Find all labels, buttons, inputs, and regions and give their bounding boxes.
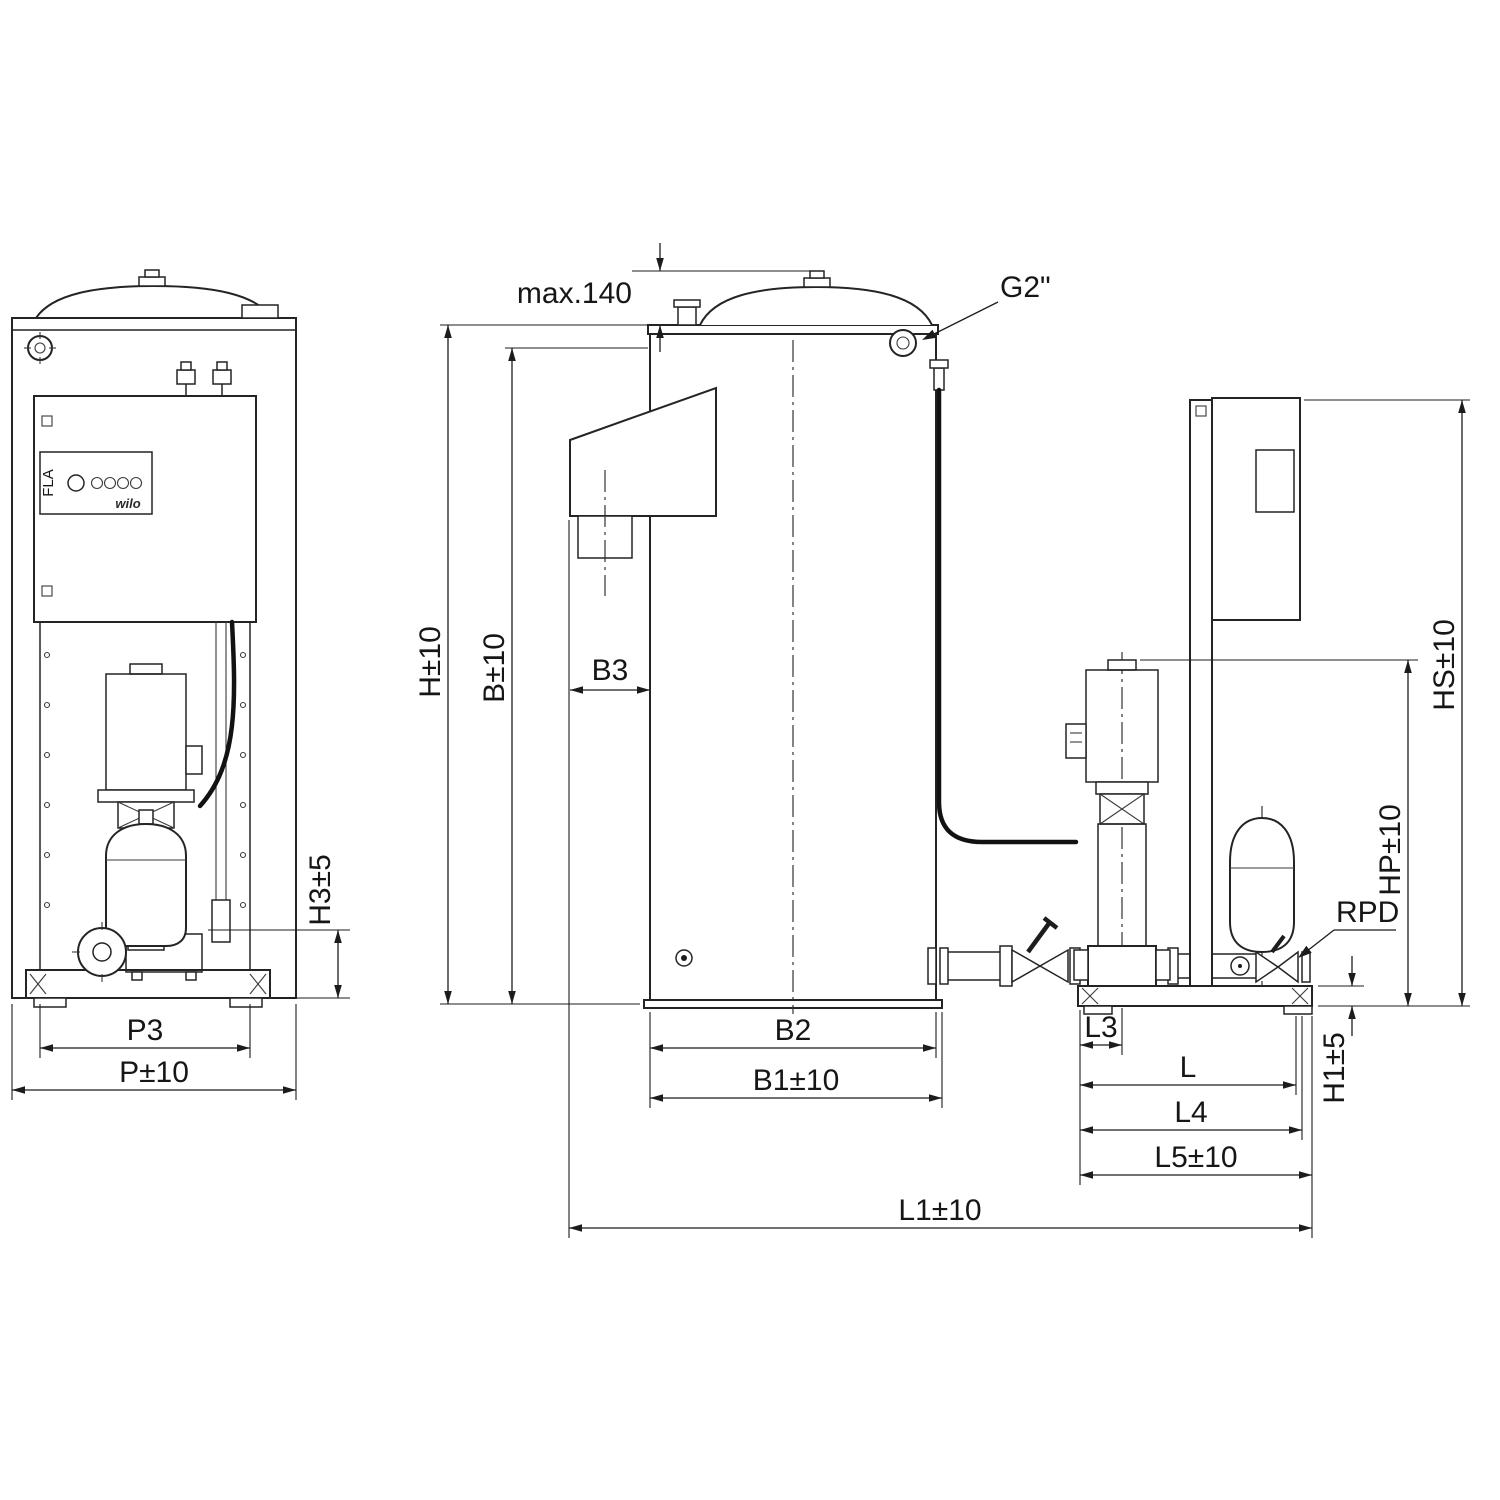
piping bbox=[927, 916, 1311, 987]
tank-lid bbox=[699, 285, 933, 326]
dimension-p: P±10 bbox=[11, 1004, 297, 1100]
power-cable-front bbox=[197, 619, 237, 809]
dimension-b: B±10 bbox=[478, 347, 648, 1004]
dimension-l1: L1±10 bbox=[568, 520, 1312, 1238]
filling-funnel bbox=[569, 386, 717, 596]
dim-label-b: B±10 bbox=[478, 633, 511, 703]
dim-label-hp: HP±10 bbox=[1374, 804, 1407, 896]
panel-indicator bbox=[116, 476, 130, 490]
dim-label-l5: L5±10 bbox=[1154, 1141, 1237, 1174]
dim-label-hs: HS±10 bbox=[1428, 619, 1461, 711]
control-panel: FLA wilo bbox=[33, 395, 257, 623]
dim-label-h: H±10 bbox=[414, 626, 447, 698]
control-box-side bbox=[1211, 397, 1301, 621]
pump-motor bbox=[105, 673, 187, 791]
dimension-h1: H1±5 bbox=[1318, 956, 1364, 1104]
ball-valve bbox=[1011, 916, 1069, 984]
dim-label-p3: P3 bbox=[127, 1014, 164, 1047]
port-label-g2: G2" bbox=[1000, 271, 1051, 304]
valve-label-rpd: RPD bbox=[1336, 896, 1399, 929]
dim-label-b2: B2 bbox=[775, 1014, 812, 1047]
panel-indicator-main bbox=[67, 474, 85, 492]
dim-label-h1: H1±5 bbox=[1318, 1032, 1351, 1104]
mounting-frame bbox=[1189, 399, 1213, 987]
dim-label-l: L bbox=[1180, 1051, 1197, 1084]
panel-display bbox=[39, 451, 153, 515]
dimension-l4: L4 bbox=[1080, 1016, 1303, 1140]
dim-label-l1: L1±10 bbox=[898, 1194, 981, 1227]
pump-side-view bbox=[927, 397, 1313, 1015]
panel-indicator bbox=[129, 476, 143, 490]
pump-volute-front bbox=[72, 922, 127, 982]
dim-label-l4: L4 bbox=[1174, 1096, 1207, 1129]
motor-terminal-box bbox=[185, 745, 203, 775]
pressure-vessel-front bbox=[105, 809, 187, 947]
pipe-union bbox=[999, 945, 1013, 987]
dim-label-p: P±10 bbox=[119, 1056, 189, 1089]
dimension-l3: L3 bbox=[1079, 1008, 1123, 1185]
dimension-l: L bbox=[1080, 1016, 1297, 1095]
tank-side-view bbox=[569, 270, 1079, 1014]
dimension-p3: P3 bbox=[39, 1004, 251, 1058]
pump-base-side bbox=[1087, 945, 1157, 987]
top-valve-fittings bbox=[176, 361, 232, 396]
dimension-h3: H3±5 bbox=[208, 854, 350, 999]
dimension-b3: B3 bbox=[570, 654, 650, 694]
dim-label-h3: H3±5 bbox=[304, 854, 337, 926]
brand-logo: wilo bbox=[115, 496, 140, 511]
dim-label-b3: B3 bbox=[592, 654, 629, 687]
base-frame-front bbox=[25, 969, 271, 1008]
connection-hose bbox=[936, 387, 1079, 845]
lid-fitting bbox=[241, 304, 279, 319]
dimension-hs: HS±10 bbox=[1304, 399, 1470, 1007]
leader-g2: G2" bbox=[922, 271, 1051, 340]
dimension-l5: L5±10 bbox=[1080, 1016, 1313, 1238]
dimensions: P3 P±10 H3±5 H±10 bbox=[11, 243, 1470, 1238]
g2-port bbox=[889, 329, 917, 357]
leader-rpd: RPD bbox=[1298, 896, 1399, 958]
vent-fitting bbox=[677, 306, 697, 326]
panel-indicator bbox=[90, 476, 104, 490]
base-frame-side bbox=[1077, 985, 1313, 1015]
leader-arrow bbox=[922, 329, 937, 340]
dim-label-b1: B1±10 bbox=[753, 1064, 840, 1097]
dim-label-l3: L3 bbox=[1084, 1011, 1117, 1044]
dimension-b1: B1±10 bbox=[650, 1012, 943, 1108]
motor-terminal-box-side bbox=[1065, 723, 1087, 759]
drain-port bbox=[675, 949, 693, 967]
panel-model-label: FLA bbox=[40, 469, 57, 497]
dimension-b2: B2 bbox=[649, 1012, 937, 1108]
dim-label-max140: max.140 bbox=[517, 277, 632, 310]
dimension-h: H±10 bbox=[414, 324, 648, 1005]
leader-arrow bbox=[1298, 945, 1312, 958]
dimension-hp: HP±10 bbox=[1140, 659, 1418, 1006]
vertical-pump-side bbox=[1065, 652, 1171, 1000]
inner-frame bbox=[39, 622, 251, 970]
cabinet-lid bbox=[35, 284, 273, 319]
front-view: FLA wilo bbox=[11, 269, 297, 1008]
panel-indicator bbox=[103, 476, 117, 490]
front-port bbox=[24, 332, 56, 364]
rpd-valve bbox=[1255, 934, 1299, 984]
pressure-gauge bbox=[1230, 956, 1250, 976]
dimension-max140: max.140 bbox=[517, 243, 812, 352]
suction-connection bbox=[929, 359, 949, 391]
